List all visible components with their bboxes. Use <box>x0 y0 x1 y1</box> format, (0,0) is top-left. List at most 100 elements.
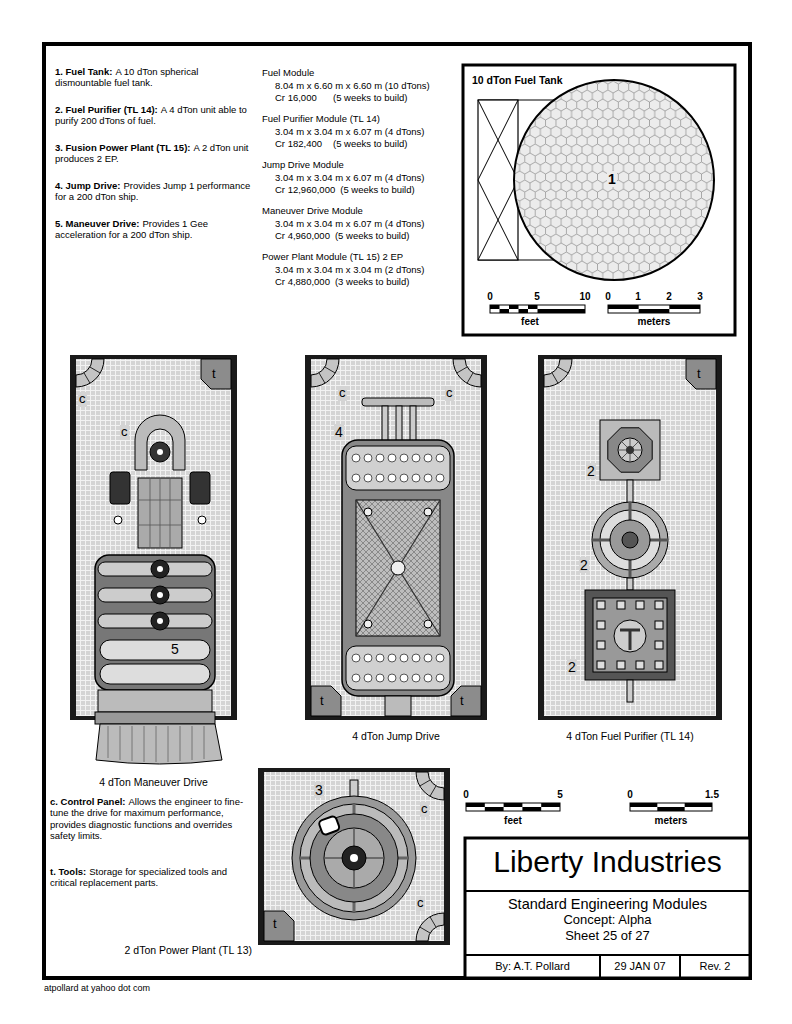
maneuver-drive-drawing <box>150 442 170 462</box>
fuel-purifier-drawing <box>618 438 642 462</box>
maneuver-drive-drawing <box>108 726 204 762</box>
fuel-purifier-drawing <box>655 661 663 669</box>
jump-drive-drawing <box>391 561 405 575</box>
maneuver-drive-drawing <box>138 478 182 548</box>
scale-label: feet <box>510 316 550 328</box>
power-plant-drawing <box>310 814 398 902</box>
jump-drive-drawing <box>400 474 408 482</box>
fuel-purifier-drawing <box>597 601 663 669</box>
note-paragraph: 1. Fuel Tank:A 10 dTon spherical dismoun… <box>55 66 255 89</box>
scale-bar <box>528 305 538 309</box>
scale-bar <box>608 305 700 313</box>
jump-drive-drawing <box>424 674 432 682</box>
scale-bar <box>630 803 657 807</box>
fuel-purifier-drawing <box>600 420 660 480</box>
fuel-purifier-drawing <box>627 578 633 590</box>
sheet-title: Standard Engineering Modules <box>465 896 750 913</box>
jump-drive-drawing <box>376 654 384 662</box>
jump-drive-drawing <box>453 359 481 387</box>
scale-bar <box>639 309 670 313</box>
note-paragraph: t. Tools:Storage for specialized tools a… <box>50 866 255 889</box>
sheet-concept: Concept: Alpha <box>465 913 750 928</box>
callout-letter: c <box>120 425 129 440</box>
power-plant-drawing <box>258 768 450 945</box>
note-paragraph: 4. Jump Drive:Provides Jump 1 performanc… <box>55 180 255 203</box>
fuel-purifier-drawing <box>592 502 668 578</box>
maneuver-drive-drawing <box>157 566 163 572</box>
jump-drive-drawing <box>305 355 487 720</box>
fuel-purifier-drawing <box>593 598 667 672</box>
spec-dimensions: 3.04 m x 3.04 m x 6.07 m (4 dTons) <box>275 219 424 230</box>
spec-cost: Cr 182,400 <box>275 139 322 150</box>
scale-label: 0 <box>480 291 500 303</box>
jump-drive-drawing <box>388 454 396 462</box>
scale-bar <box>500 309 510 313</box>
maneuver-drive-drawing <box>100 664 210 684</box>
maneuver-drive-drawing <box>157 618 163 624</box>
jump-drive-drawing <box>364 454 372 462</box>
jump-drive-drawing <box>385 696 411 716</box>
fuel-purifier-drawing <box>617 661 625 669</box>
fuel-purifier-drawing <box>592 502 668 578</box>
spec-build-time: (5 weeks to build) <box>333 139 407 150</box>
jump-drive-drawing <box>352 654 360 662</box>
power-plant-drawing <box>300 804 408 912</box>
spec-heading: Fuel Purifier Module (TL 14) <box>262 114 380 125</box>
power-plant-drawing <box>416 772 444 800</box>
callout-letter: t <box>460 694 464 709</box>
scale-bar <box>490 305 500 309</box>
note-term: 4. Jump Drive: <box>55 180 120 191</box>
maneuver-drive-drawing <box>151 612 169 630</box>
scale-label: 0 <box>456 789 476 801</box>
jump-drive-drawing <box>364 474 372 482</box>
fuel-purifier-drawing <box>655 621 663 629</box>
maneuver-drive-drawing <box>100 640 210 660</box>
fuel-purifier-drawing <box>620 630 640 650</box>
power-plant-drawing <box>350 854 358 862</box>
note-term: 2. Fuel Purifier (TL 14): <box>55 104 158 115</box>
scale-bar <box>485 807 504 811</box>
fuel-tank-drawing <box>463 65 735 335</box>
jump-drive-drawing <box>346 646 450 690</box>
scale-bar <box>522 807 541 811</box>
callout-letter: t <box>273 917 277 932</box>
jump-drive-drawing <box>382 406 388 442</box>
note-paragraph: 3. Fusion Power Plant (TL 15):A 2 dTon u… <box>55 142 255 165</box>
sheet-frame <box>44 44 750 978</box>
maneuver-drive-drawing <box>95 555 215 690</box>
jump-drive-drawing <box>412 674 420 682</box>
callout-letter: c <box>78 392 87 407</box>
spec-cost: Cr 4,960,000 <box>275 231 330 242</box>
maneuver-drive-drawing <box>135 415 185 470</box>
jump-drive-drawing <box>311 686 341 716</box>
callout-letter: c <box>416 896 425 911</box>
note-term: 1. Fuel Tank: <box>55 66 112 77</box>
jump-drive-drawing <box>412 654 420 662</box>
jump-drive-drawing <box>376 674 384 682</box>
maneuver-drive-drawing <box>98 690 212 712</box>
jump-drive-module: 4 dTon Jump Drivecc4tt <box>305 355 487 720</box>
maneuver-drive-drawing <box>151 586 169 604</box>
jump-drive-drawing <box>424 508 432 516</box>
power-plant-drawing <box>258 768 450 945</box>
note-term: 3. Fusion Power Plant (TL 15): <box>55 142 190 153</box>
power-plant-drawing <box>342 846 366 870</box>
note-paragraph: 5. Maneuver Drive:Provides 1 Gee acceler… <box>55 218 255 241</box>
date: 29 JAN 07 <box>600 960 680 973</box>
jump-drive-drawing <box>412 454 420 462</box>
callout-letter: c <box>420 802 429 817</box>
scale-bar <box>608 305 639 309</box>
title-block: Liberty IndustriesStandard Engineering M… <box>465 838 750 978</box>
fuel-tank-sphere: 1 <box>514 80 714 280</box>
scale-bar <box>657 807 684 811</box>
power-plant-drawing <box>292 796 416 920</box>
maneuver-drive-drawing <box>198 516 206 524</box>
fuel-purifier-drawing <box>597 641 605 649</box>
jump-drive-drawing <box>362 398 434 406</box>
scale-bar <box>685 803 712 807</box>
jump-drive-drawing <box>436 454 444 462</box>
maneuver-drive-drawing <box>70 355 237 720</box>
spec-dimensions: 3.04 m x 3.04 m x 6.07 m (4 dTons) <box>275 173 424 184</box>
scale-label: 3 <box>690 291 710 303</box>
